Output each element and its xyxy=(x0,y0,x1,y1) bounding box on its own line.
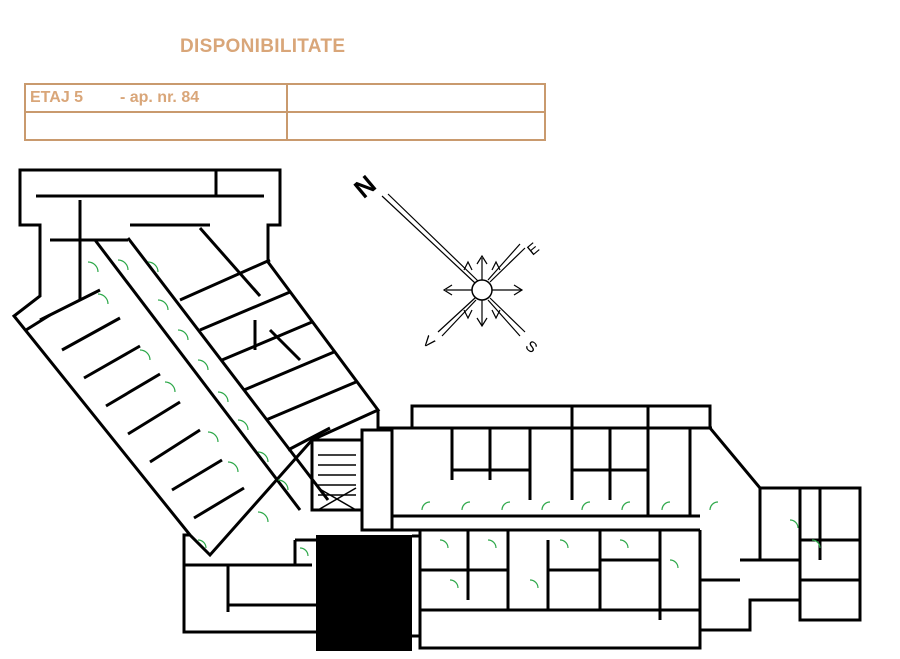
floor-label: ETAJ 5 xyxy=(30,89,84,106)
compass-east-label: E xyxy=(524,240,543,259)
floor-cell: ETAJ 5 - ap. nr. 84 xyxy=(24,83,288,113)
compass xyxy=(381,193,526,337)
empty-cell xyxy=(24,111,288,141)
left-wing xyxy=(11,168,381,558)
empty-cell xyxy=(286,83,546,113)
compass-north-label: N xyxy=(348,169,382,204)
door-swings xyxy=(87,259,821,589)
compass-south-label: S xyxy=(522,337,541,356)
apartment-label: - ap. nr. 84 xyxy=(119,89,200,106)
highlighted-unit xyxy=(316,535,412,651)
lower-left-block xyxy=(182,533,420,634)
empty-cell xyxy=(286,111,546,141)
compass-west-label: V xyxy=(419,333,438,352)
right-wing xyxy=(376,404,862,650)
stair-block xyxy=(310,428,394,532)
page-title: DISPONIBILITATE xyxy=(180,36,346,57)
table-row: ETAJ 5 - ap. nr. 84 xyxy=(24,83,546,113)
availability-table: ETAJ 5 - ap. nr. 84 xyxy=(24,83,546,141)
table-row xyxy=(24,111,546,141)
